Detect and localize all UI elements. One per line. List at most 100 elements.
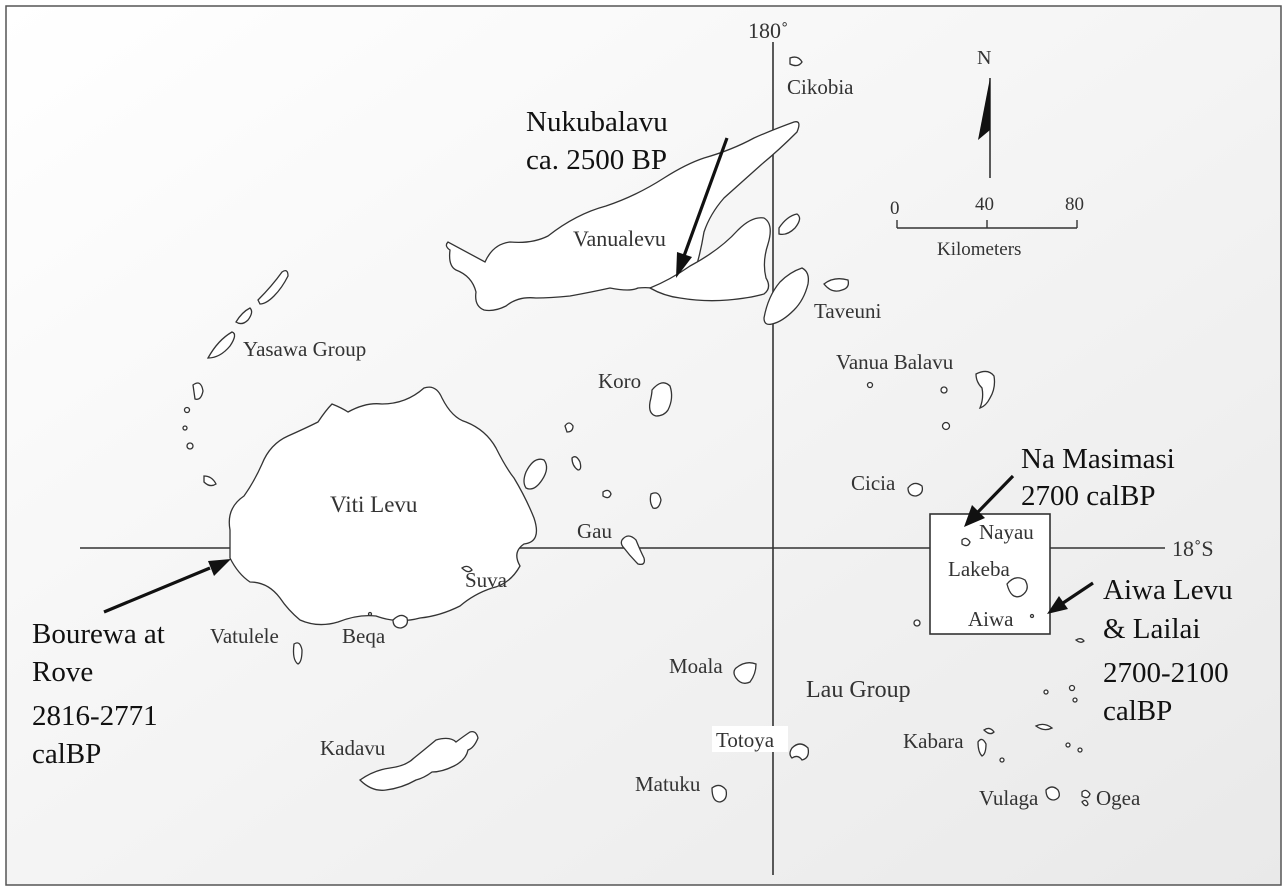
viti-levu-island: [228, 386, 538, 626]
koro-islet-3: [523, 458, 548, 490]
label-koro: Koro: [598, 369, 641, 393]
koro-island: [648, 382, 673, 417]
cicia-island: [907, 482, 924, 497]
site-bourewa: Bourewa at Rove 2816-2771 calBP: [32, 559, 231, 770]
lau-islet-10: [999, 757, 1005, 763]
label-vanua-balavu: Vanua Balavu: [836, 350, 954, 374]
bourewa-line4: calBP: [32, 738, 101, 770]
kadavu-island: [358, 730, 479, 791]
yasawa-islet-3: [186, 442, 194, 450]
label-aiwa: Aiwa: [968, 607, 1014, 631]
bourewa-line2: Rove: [32, 656, 93, 688]
north-label: N: [977, 47, 991, 69]
beqa-islet: [367, 611, 373, 617]
nukubalavu-arrow: [682, 137, 729, 257]
nukubalavu-arrow-head-icon: [676, 252, 692, 278]
lau-islet-5: [1068, 684, 1076, 692]
scale-unit-label: Kilometers: [937, 239, 1021, 260]
islands-layer: [182, 56, 1091, 807]
north-arrow-head-icon: [978, 78, 990, 140]
aiwa-arrow: [1062, 581, 1094, 605]
totoya-label-bg: [712, 726, 788, 752]
na-masimasi-name: Na Masimasi: [1021, 443, 1175, 475]
vanualevu-island: [445, 121, 800, 312]
nukubalavu-name: Nukubalavu: [526, 106, 668, 138]
na-masimasi-arrow: [976, 474, 1015, 514]
matuku-island: [711, 784, 728, 803]
scale-label-0: 0: [890, 198, 900, 219]
vatulele-island: [292, 642, 303, 665]
scale-label-40: 40: [975, 194, 994, 215]
label-vanualevu: Vanualevu: [573, 226, 666, 251]
lau-islet-4: [1043, 689, 1049, 695]
label-moala: Moala: [669, 654, 723, 678]
site-na-masimasi: Na Masimasi 2700 calBP: [964, 443, 1175, 527]
kabara-island: [977, 738, 987, 757]
label-taveuni: Taveuni: [814, 299, 882, 323]
taveuni-island: [763, 267, 810, 326]
aiwa-islet: [1029, 613, 1035, 619]
moala-island: [733, 662, 757, 684]
vanua-balavu-islet-1: [866, 381, 874, 389]
lau-islet-3: [1034, 723, 1054, 731]
label-nayau: Nayau: [979, 520, 1034, 544]
lau-islet-7: [1074, 638, 1085, 643]
label-viti-levu: Viti Levu: [330, 492, 418, 517]
yasawa-islet-2: [182, 425, 188, 431]
label-beqa: Beqa: [342, 624, 386, 648]
yasawa-island-4: [192, 382, 204, 400]
north-arrow: N: [977, 47, 991, 178]
nukubalavu-date: ca. 2500 BP: [526, 144, 667, 176]
na-masimasi-date: 2700 calBP: [1021, 480, 1156, 512]
lau-islet-8: [1065, 742, 1071, 748]
label-totoya: Totoya: [716, 728, 775, 752]
vulaga-island: [1045, 786, 1060, 801]
vanua-balavu-islet-3: [941, 421, 951, 431]
bourewa-arrow-head-icon: [208, 559, 231, 576]
lakeba-inset-box: [929, 513, 1051, 635]
island-labels: Cikobia Vanualevu Taveuni Yasawa Group K…: [210, 75, 1141, 810]
label-cikobia: Cikobia: [787, 75, 854, 99]
aiwa-arrow-head-icon: [1047, 596, 1068, 614]
label-ogea: Ogea: [1096, 786, 1141, 810]
lau-islet-6: [1072, 697, 1078, 703]
yasawa-island-5: [203, 475, 217, 487]
vanualevu-peninsula: [648, 217, 771, 302]
ogea-island: [1081, 789, 1091, 799]
site-aiwa: Aiwa Levu & Lailai 2700-2100 calBP: [1047, 574, 1233, 727]
suva-islet: [460, 565, 473, 573]
label-kabara: Kabara: [903, 729, 964, 753]
scale-label-80: 80: [1065, 194, 1084, 215]
label-gau: Gau: [577, 519, 612, 543]
map-background: [5, 5, 1282, 886]
totoya-island: [789, 743, 810, 761]
ogea-islet: [1081, 799, 1089, 807]
label-vulaga: Vulaga: [979, 786, 1039, 810]
yasawa-island-3: [206, 331, 236, 359]
parallel-label: 18˚S: [1172, 536, 1214, 561]
beqa-island: [392, 614, 409, 629]
bourewa-line3: 2816-2771: [32, 700, 158, 732]
koro-islet-2: [571, 456, 582, 471]
yasawa-islet-1: [183, 406, 191, 414]
site-nukubalavu: Nukubalavu ca. 2500 BP: [526, 106, 729, 278]
vanualevu-islet: [778, 213, 801, 236]
gau-island: [620, 535, 646, 566]
label-kadavu: Kadavu: [320, 736, 386, 760]
meridian-label: 180˚: [748, 18, 788, 43]
label-vatulele: Vatulele: [210, 624, 279, 648]
scale-bar: 0 40 80 Kilometers: [890, 194, 1084, 260]
lau-islet-9: [1077, 747, 1083, 753]
koro-islet-4: [602, 489, 612, 499]
label-lau-group: Lau Group: [806, 677, 911, 703]
na-masimasi-arrow-head-icon: [964, 505, 985, 527]
vanua-balavu-island: [975, 370, 996, 410]
koro-islet-1: [564, 422, 574, 433]
yasawa-island-2: [235, 307, 253, 325]
bourewa-line1: Bourewa at: [32, 618, 165, 650]
aiwa-sites-line3: 2700-2100: [1103, 657, 1229, 689]
lakeba-island: [1006, 577, 1028, 598]
label-suva: Suva: [465, 568, 508, 592]
label-matuku: Matuku: [635, 772, 701, 796]
label-lakeba: Lakeba: [948, 557, 1010, 581]
